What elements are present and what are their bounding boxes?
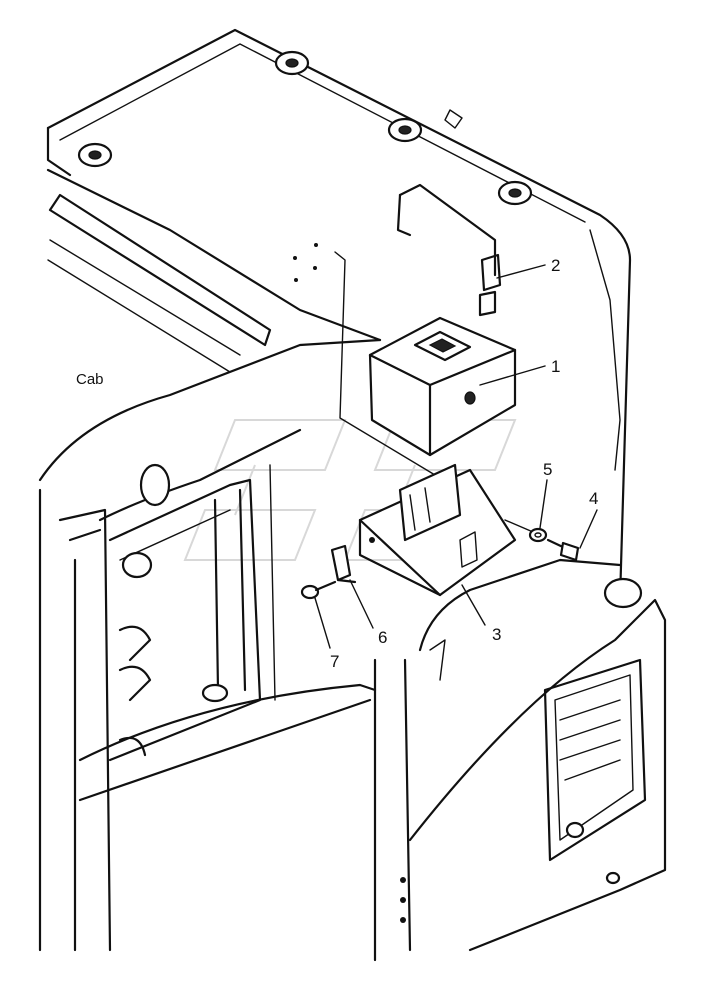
callout-3: 3 xyxy=(492,625,501,644)
part-2-strap xyxy=(293,183,502,317)
cab-side-panel xyxy=(373,558,667,962)
cab-body xyxy=(38,338,382,952)
callout-5: 5 xyxy=(543,460,552,479)
part-3-bracket xyxy=(358,463,541,597)
leader-lines xyxy=(314,264,598,649)
callout-7: 7 xyxy=(330,652,339,671)
callout-6: 6 xyxy=(378,628,387,647)
roof-mount-pads xyxy=(77,50,533,206)
part-6-clip xyxy=(330,544,357,584)
cab-roof xyxy=(46,28,632,602)
part-5-washer xyxy=(528,527,548,543)
part-1-toolbox xyxy=(334,251,517,479)
part-4-bolt xyxy=(546,538,580,562)
assembly-label: Cab xyxy=(76,371,104,388)
callout-2: 2 xyxy=(551,256,560,275)
callout-4: 4 xyxy=(589,489,598,508)
callout-1: 1 xyxy=(551,357,560,376)
part-7-screw xyxy=(300,580,337,600)
